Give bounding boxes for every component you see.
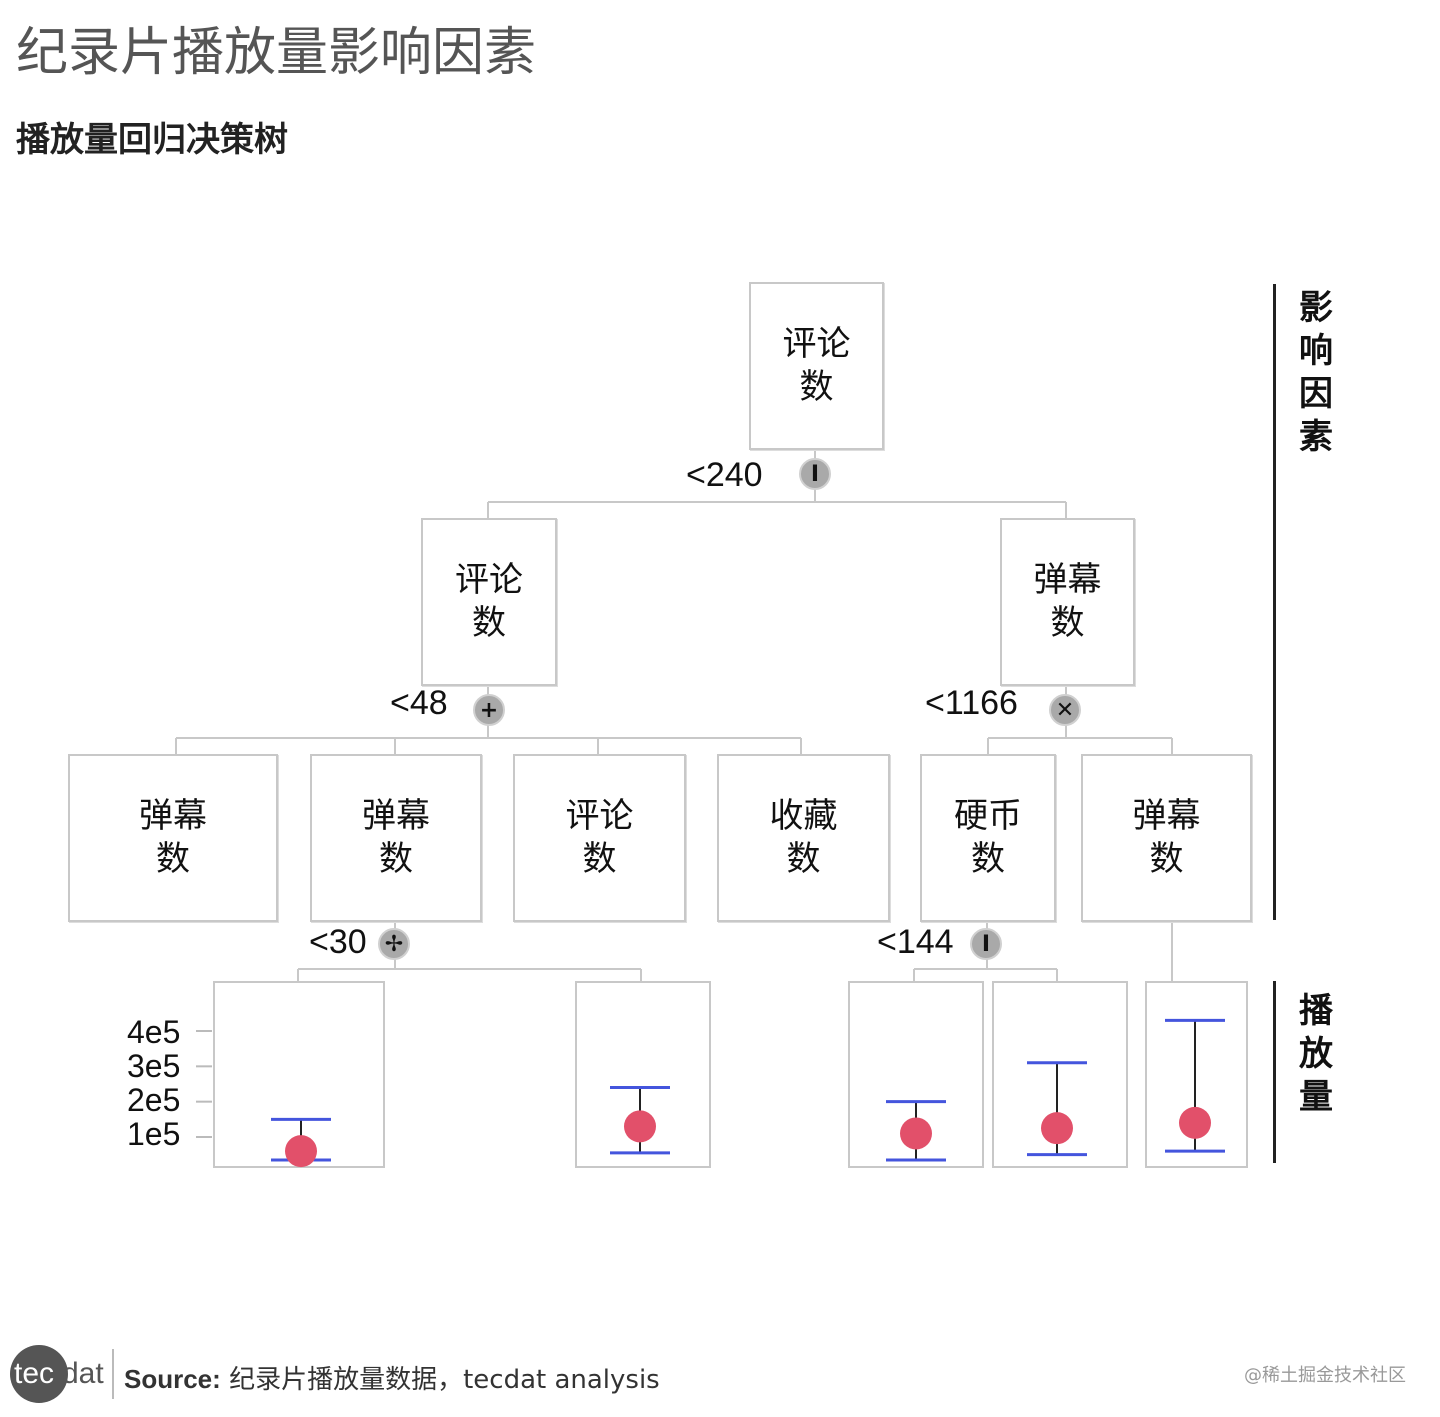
node-label: 弹幕数 [362, 796, 430, 879]
leaf-plots [196, 1018, 1225, 1168]
factors-side-label: 影响因素 [1299, 288, 1333, 457]
tree-node-l3-5[interactable]: 硬币数 [920, 754, 1056, 922]
y-tick-label: 4e5 [127, 1014, 181, 1050]
views-bracket [1273, 981, 1276, 1163]
tree-node-l3-1[interactable]: 弹幕数 [68, 754, 278, 922]
tree-node-l3-4[interactable]: 收藏数 [717, 754, 890, 922]
tree-node-l3-6[interactable]: 弹幕数 [1081, 754, 1252, 922]
minus-icon[interactable]: I [799, 458, 831, 490]
leaf-mean-point [624, 1110, 656, 1143]
split-threshold: <48 [390, 684, 448, 722]
split-threshold: <30 [309, 923, 367, 961]
leaf-mean-point [900, 1117, 932, 1150]
minus-icon[interactable]: I [970, 928, 1002, 960]
node-label: 弹幕数 [139, 796, 207, 879]
split-threshold: <1166 [925, 684, 1018, 722]
close-icon[interactable]: ✕ [1049, 694, 1081, 726]
tree-node-l2-right[interactable]: 弹幕数 [1000, 518, 1135, 686]
node-label: 评论数 [565, 796, 634, 879]
node-label: 弹幕数 [1132, 796, 1201, 879]
tree-node-l3-3[interactable]: 评论数 [513, 754, 686, 922]
node-label: 评论数 [455, 560, 523, 643]
source-text: 纪录片播放量数据，tecdat analysis [220, 1365, 660, 1395]
views-side-label: 播放量 [1299, 991, 1333, 1117]
source-label: Source: [124, 1364, 221, 1394]
tecdat-logo: tec dat [10, 1345, 104, 1403]
leaf-panel [213, 981, 385, 1168]
y-tick-label: 2e5 [127, 1082, 181, 1118]
footer: tec dat Source: 纪录片播放量数据，tecdat analysis… [0, 1337, 1440, 1417]
leaf-mean-point [285, 1135, 317, 1168]
tree-node-l3-2[interactable]: 弹幕数 [310, 754, 482, 922]
split-threshold: <144 [877, 923, 954, 961]
y-tick-label: 1e5 [127, 1116, 181, 1152]
plus-icon[interactable]: + [473, 694, 505, 726]
node-label: 收藏数 [769, 796, 838, 879]
chart-subtitle: 播放量回归决策树 [16, 120, 288, 160]
leaf-panel [848, 981, 984, 1168]
y-tick-label: 3e5 [127, 1048, 181, 1084]
leaf-mean-point [1041, 1112, 1073, 1145]
split-threshold: <240 [686, 456, 763, 494]
node-label: 硬币数 [954, 796, 1022, 879]
tree-node-l2-left[interactable]: 评论数 [421, 518, 557, 686]
footer-divider [112, 1349, 114, 1399]
factors-bracket [1273, 284, 1276, 920]
leaf-mean-point [1179, 1106, 1211, 1139]
node-label: 评论数 [782, 324, 851, 407]
watermark: @稀土掘金技术社区 [1244, 1365, 1406, 1386]
logo-mark: tec [10, 1345, 68, 1403]
logo-text: dat [62, 1357, 104, 1390]
page-title: 纪录片播放量影响因素 [16, 23, 537, 83]
tree-node-root[interactable]: 评论数 [749, 282, 884, 450]
move-icon[interactable]: ✢ [378, 928, 410, 960]
source-note: Source: 纪录片播放量数据，tecdat analysis [124, 1359, 660, 1396]
node-label: 弹幕数 [1033, 560, 1102, 643]
